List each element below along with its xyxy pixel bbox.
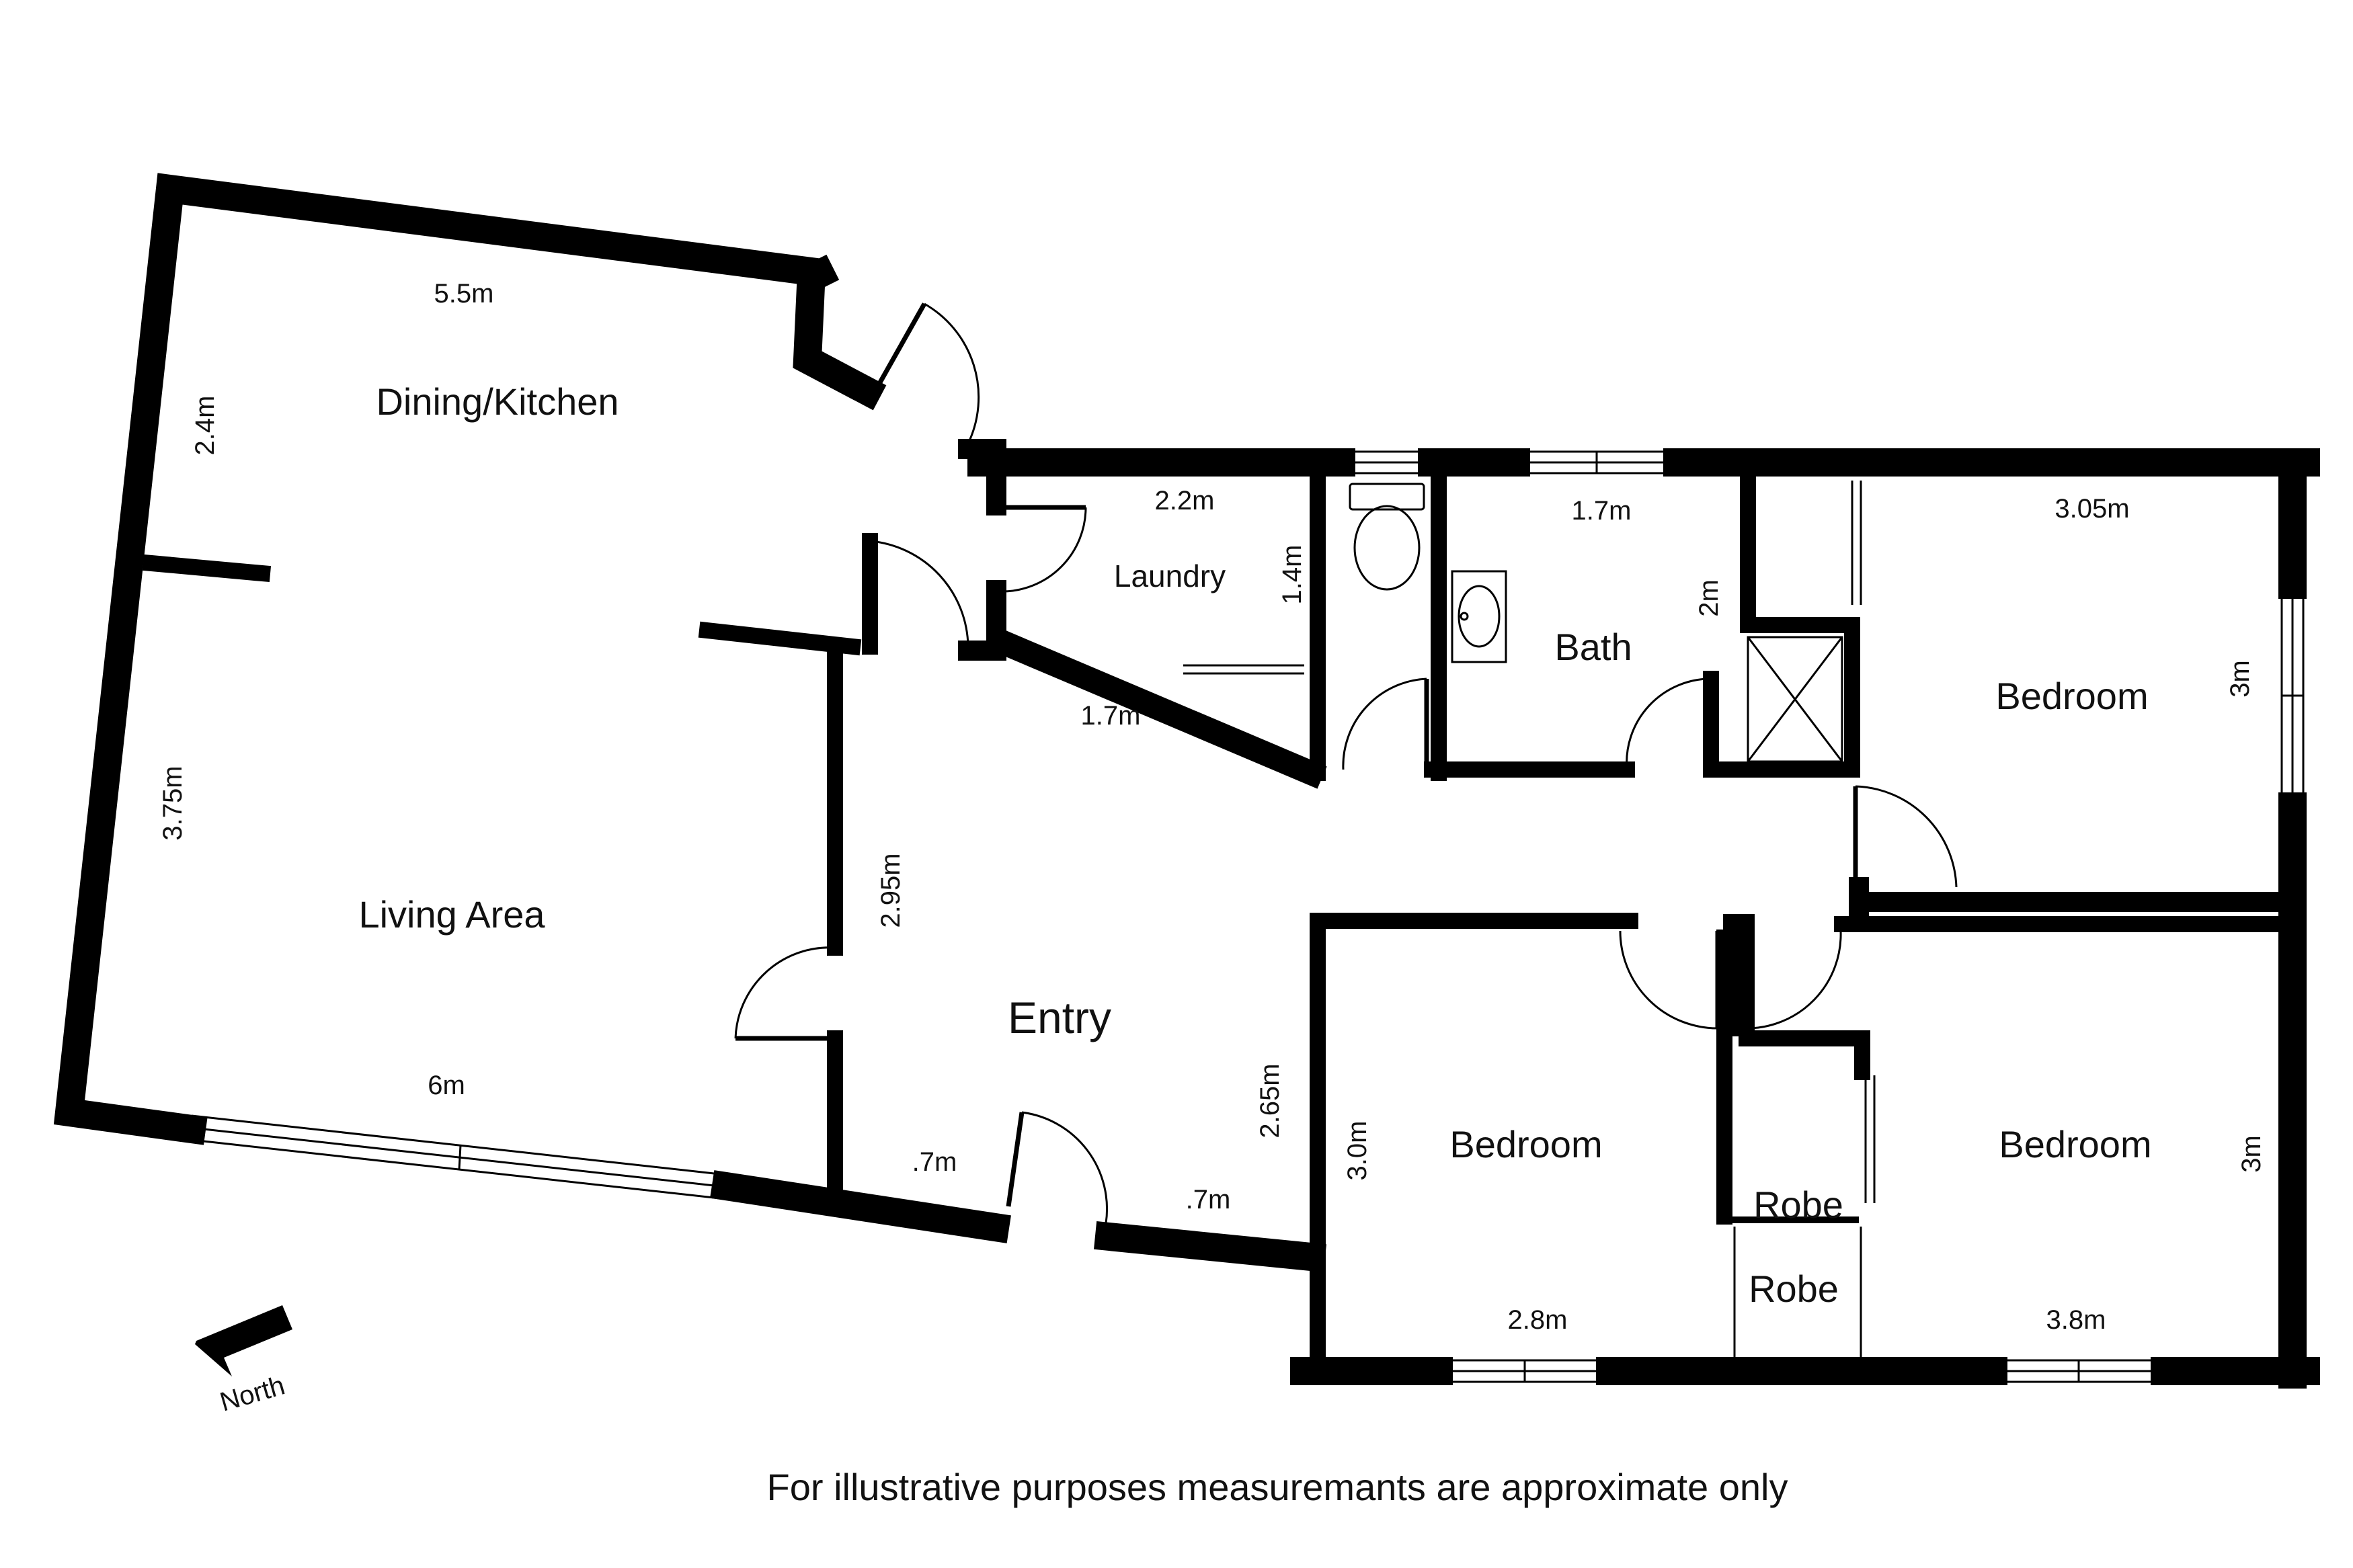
window-living bbox=[191, 1114, 727, 1200]
dim-laundry-depth: 1.4m bbox=[1277, 545, 1307, 605]
dim-entry-right-seg: .7m bbox=[1186, 1185, 1231, 1214]
door-laundry-cupboard[interactable] bbox=[1183, 664, 1304, 675]
room-label-bedroom-se: Bedroom bbox=[1999, 1123, 2151, 1165]
dim-bed-ne-width: 3.05m bbox=[2055, 494, 2129, 524]
wall-linen bbox=[1740, 462, 1860, 778]
dim-entry-depth-right: 2.65m bbox=[1255, 1063, 1285, 1138]
room-label-dining-kitchen: Dining/Kitchen bbox=[376, 380, 619, 423]
window-bed-ne bbox=[2280, 583, 2305, 808]
door-living[interactable] bbox=[734, 946, 836, 1041]
dim-bed-ne-depth: 3m bbox=[2225, 660, 2255, 698]
dim-entry-depth-left: 2.95m bbox=[876, 853, 906, 927]
wall-laundry-diagonal bbox=[986, 626, 1327, 789]
door-entry-front[interactable] bbox=[1006, 1111, 1109, 1224]
door-robe-bottom[interactable] bbox=[1733, 1227, 1862, 1361]
room-label-entry: Entry bbox=[1008, 993, 1111, 1042]
door-bed-ne[interactable] bbox=[1853, 785, 1958, 888]
room-label-laundry: Laundry bbox=[1114, 559, 1226, 593]
north-label: North bbox=[216, 1370, 288, 1417]
dim-bed-se-width: 3.8m bbox=[2046, 1305, 2106, 1335]
room-labels: Dining/Kitchen Living Area Laundry Bath … bbox=[358, 380, 2151, 1310]
dim-dining-depth: 2.4m bbox=[190, 396, 220, 456]
dim-dining-width: 5.5m bbox=[434, 279, 494, 308]
room-label-living: Living Area bbox=[358, 893, 545, 936]
wall-bed-sw-north bbox=[1310, 913, 1638, 1379]
wall-north-dining bbox=[53, 173, 828, 1145]
disclaimer-text: For illustrative purposes measuremants a… bbox=[767, 1466, 1788, 1508]
toilet-icon bbox=[1349, 483, 1425, 591]
door-bed-sw[interactable] bbox=[1619, 930, 1720, 1030]
window-bed-sw bbox=[1437, 1359, 1611, 1383]
dim-bed-sw-depth: 3.0m bbox=[1343, 1121, 1372, 1181]
door-laundry[interactable] bbox=[1001, 505, 1087, 593]
dim-laundry-width: 2.2m bbox=[1155, 486, 1215, 515]
walls bbox=[53, 173, 2320, 1389]
door-dining-external[interactable] bbox=[871, 302, 980, 444]
door-corridor[interactable] bbox=[867, 540, 969, 647]
wall-robe-top bbox=[1739, 1030, 1870, 1080]
north-arrow: North bbox=[195, 1305, 292, 1417]
dim-bath-width: 1.7m bbox=[1572, 496, 1632, 526]
shower-icon bbox=[1747, 636, 1843, 763]
door-robe-top[interactable] bbox=[1864, 1075, 1876, 1203]
room-label-bedroom-sw: Bedroom bbox=[1449, 1123, 1602, 1165]
room-label-robe-bottom: Robe bbox=[1749, 1268, 1839, 1310]
window-bed-se bbox=[1992, 1359, 2166, 1383]
room-label-bedroom-ne: Bedroom bbox=[1995, 675, 2148, 717]
dim-living-width: 6m bbox=[428, 1071, 465, 1100]
door-bed-se[interactable] bbox=[1744, 930, 1842, 1030]
window-bath bbox=[1515, 450, 1679, 474]
basin-icon bbox=[1451, 570, 1507, 663]
fixtures bbox=[1349, 483, 1843, 763]
dim-bed-se-depth: 3m bbox=[2237, 1135, 2266, 1173]
room-label-bath: Bath bbox=[1554, 626, 1632, 668]
dim-living-depth: 3.75m bbox=[158, 766, 188, 840]
wall-entry-south-east bbox=[1094, 1221, 1326, 1272]
doors bbox=[734, 302, 1958, 1361]
north-arrow-icon bbox=[195, 1305, 292, 1376]
dim-entry-left-seg: .7m bbox=[912, 1147, 957, 1177]
door-bath[interactable] bbox=[1626, 677, 1714, 770]
dim-bath-depth: 2m bbox=[1694, 579, 1724, 617]
dim-laundry-diag: 1.7m bbox=[1081, 701, 1141, 731]
dimension-labels: 5.5m 2.4m 3.75m 6m 2.2m 1.4m 1.7m 1.7m 2… bbox=[158, 279, 2266, 1335]
room-label-robe-top: Robe bbox=[1753, 1184, 1843, 1226]
wall-dining-living-outer bbox=[793, 254, 887, 411]
dim-bed-sw-width: 2.8m bbox=[1508, 1305, 1568, 1335]
window-wc bbox=[1340, 450, 1433, 474]
door-bed-ne-robe[interactable] bbox=[1851, 481, 1862, 605]
door-wc[interactable] bbox=[1342, 677, 1429, 770]
wall-living-south bbox=[710, 1170, 1011, 1243]
wall-partition-dining bbox=[142, 554, 272, 583]
windows bbox=[191, 450, 2305, 1383]
